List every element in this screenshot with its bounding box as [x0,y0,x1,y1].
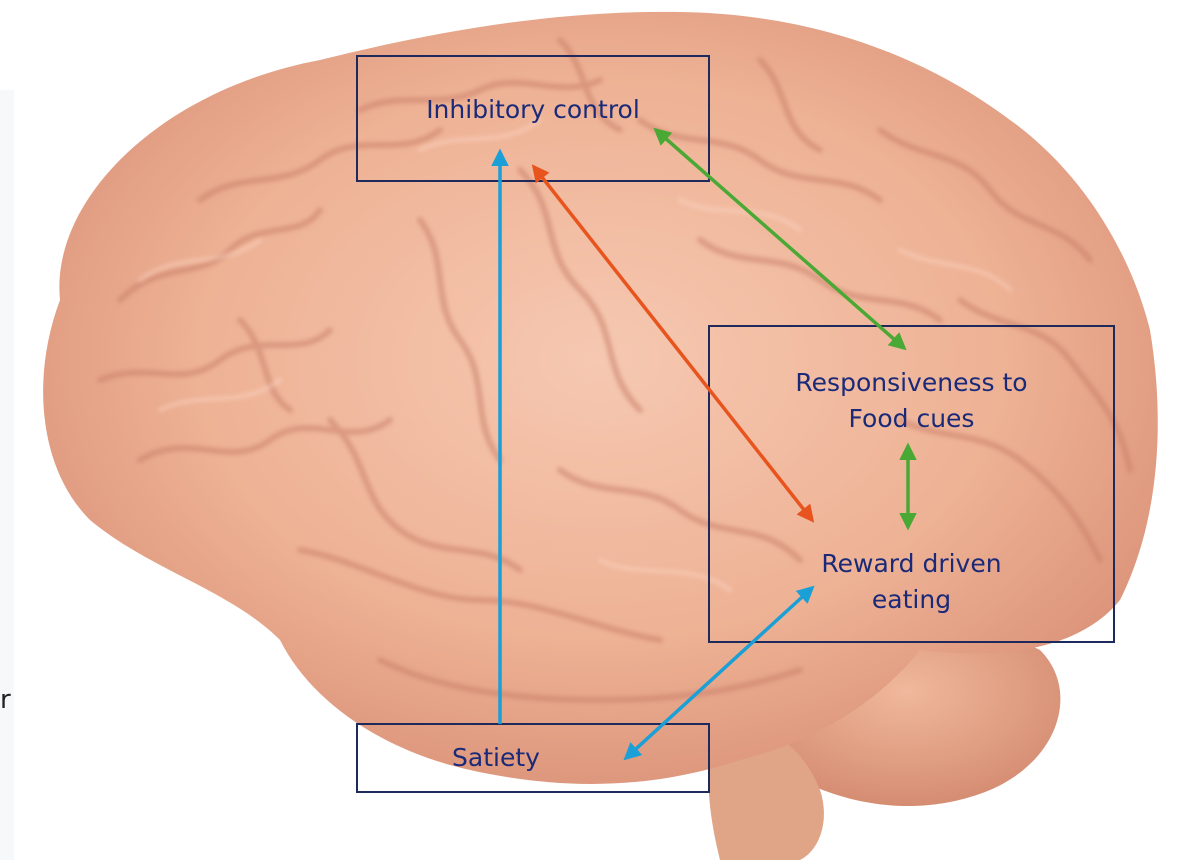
left-edge-panel [0,90,14,860]
stray-text: r [0,685,11,715]
reward-label-line2: eating [708,583,1115,617]
responsiveness-label-line1: Responsiveness to [708,366,1115,400]
satiety-label: Satiety [356,741,636,775]
responsiveness-label-line2: Food cues [708,402,1115,436]
inhibitory-control-label: Inhibitory control [356,93,710,127]
reward-label-line1: Reward driven [708,547,1115,581]
